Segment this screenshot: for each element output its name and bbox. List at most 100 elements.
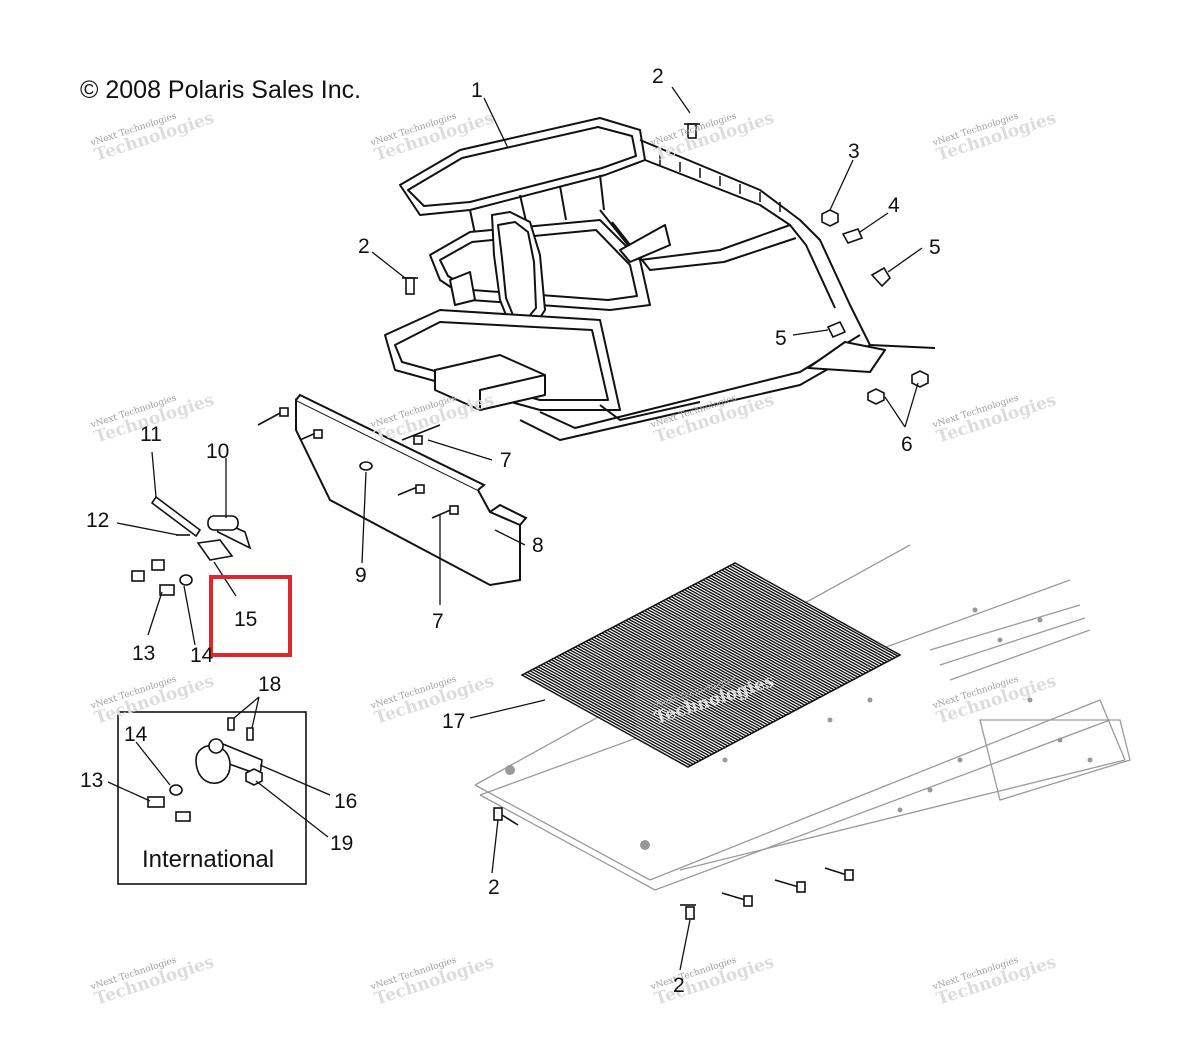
callout-15: 15 xyxy=(234,608,258,631)
mat-rib xyxy=(569,649,737,743)
mat-rib xyxy=(630,616,798,711)
callout-8: 8 xyxy=(532,534,544,557)
mat-rib xyxy=(662,600,830,694)
mat-rib xyxy=(721,569,889,663)
mat-rib xyxy=(676,593,843,687)
mat-rib xyxy=(713,573,881,667)
mat-rib xyxy=(598,633,766,728)
mat-rib xyxy=(606,629,774,723)
mat-rib xyxy=(564,651,731,746)
callout-5: 5 xyxy=(929,236,941,259)
callout-9: 9 xyxy=(355,564,367,587)
copyright-notice: © 2008 Polaris Sales Inc. xyxy=(80,76,362,104)
callout-2: 2 xyxy=(488,876,500,899)
callout-11: 11 xyxy=(140,423,162,446)
mat-rib xyxy=(652,605,819,700)
callout-14: 14 xyxy=(124,723,148,746)
mat-rib xyxy=(638,612,806,707)
mat-rib xyxy=(726,566,894,660)
mat-rib xyxy=(708,576,875,670)
mat-rib xyxy=(646,608,814,702)
mat-rib xyxy=(633,615,801,709)
mat-rib xyxy=(657,602,825,697)
leader-lines xyxy=(107,86,923,971)
mat-rib xyxy=(622,621,790,715)
mat-rib xyxy=(574,646,742,740)
frame-assembly xyxy=(384,117,936,441)
deck-bolt-holes xyxy=(505,607,1093,850)
mat-rib xyxy=(649,607,817,701)
mat-rib xyxy=(628,618,795,712)
mat-rib xyxy=(670,595,838,690)
mat-rib xyxy=(537,665,705,760)
mat-rib xyxy=(665,598,833,693)
international-label: International xyxy=(142,846,275,873)
mat-rib xyxy=(558,654,726,749)
mat-rib xyxy=(556,656,723,750)
callout-7: 7 xyxy=(500,449,512,472)
mat-rib xyxy=(548,660,715,754)
callout-12: 12 xyxy=(86,509,110,532)
mat-rib xyxy=(724,567,891,662)
mat-rib xyxy=(625,619,793,714)
mat-rib xyxy=(702,579,870,673)
mat-rib xyxy=(596,635,763,729)
mat-rib xyxy=(705,577,873,672)
mat-rib xyxy=(614,625,782,719)
mat-rib xyxy=(590,637,758,732)
callout-19: 19 xyxy=(330,832,354,855)
callout-6: 6 xyxy=(901,433,913,456)
callout-18: 18 xyxy=(258,673,282,696)
callout-14: 14 xyxy=(190,644,214,667)
mat-rib xyxy=(617,623,785,718)
callout-3: 3 xyxy=(848,140,860,163)
mat-rib xyxy=(561,653,729,747)
mat-rib xyxy=(526,671,694,765)
callout-13: 13 xyxy=(80,769,104,792)
mat-rib xyxy=(697,581,865,676)
mat-rib xyxy=(700,580,867,674)
mat-rib xyxy=(668,597,835,691)
callout-1: 1 xyxy=(471,79,483,102)
mat-rib xyxy=(580,643,747,737)
mat-rib xyxy=(553,657,721,751)
mat-rib xyxy=(577,644,745,739)
mat-rib xyxy=(731,563,899,658)
callout-2: 2 xyxy=(358,235,370,258)
mat-rib xyxy=(545,661,713,756)
fasteners xyxy=(131,123,929,920)
floor-mat xyxy=(520,562,902,768)
mat-rib xyxy=(681,590,849,684)
callout-16: 16 xyxy=(334,790,358,813)
mat-rib xyxy=(585,640,753,735)
mat-rib xyxy=(540,664,707,758)
callout-2: 2 xyxy=(673,974,685,997)
mat-rib xyxy=(582,642,750,736)
callout-4: 4 xyxy=(888,194,900,217)
callout-13: 13 xyxy=(132,642,156,665)
mat-rib xyxy=(542,663,710,757)
mat-rib xyxy=(588,639,755,733)
callout-7: 7 xyxy=(432,610,444,633)
mat-rib xyxy=(729,565,897,659)
mat-rib xyxy=(689,586,857,680)
callout-2: 2 xyxy=(652,65,664,88)
mud-flap-panel xyxy=(295,393,528,587)
mat-rib xyxy=(524,672,692,767)
highlight-box xyxy=(209,575,292,657)
mat-rib xyxy=(609,628,777,722)
callout-5: 5 xyxy=(775,327,787,350)
callout-10: 10 xyxy=(206,440,230,463)
mat-rib xyxy=(710,574,878,669)
mat-rib xyxy=(644,609,811,704)
mat-rib xyxy=(566,650,734,744)
mat-rib xyxy=(692,584,859,679)
mat-rib xyxy=(684,588,851,683)
mat-rib xyxy=(694,583,862,677)
mat-rib xyxy=(532,668,699,763)
mat-rib xyxy=(604,630,771,725)
callout-17: 17 xyxy=(442,710,466,733)
mat-rib xyxy=(601,632,769,726)
mat-rib xyxy=(660,601,827,695)
mat-rib xyxy=(529,670,697,764)
